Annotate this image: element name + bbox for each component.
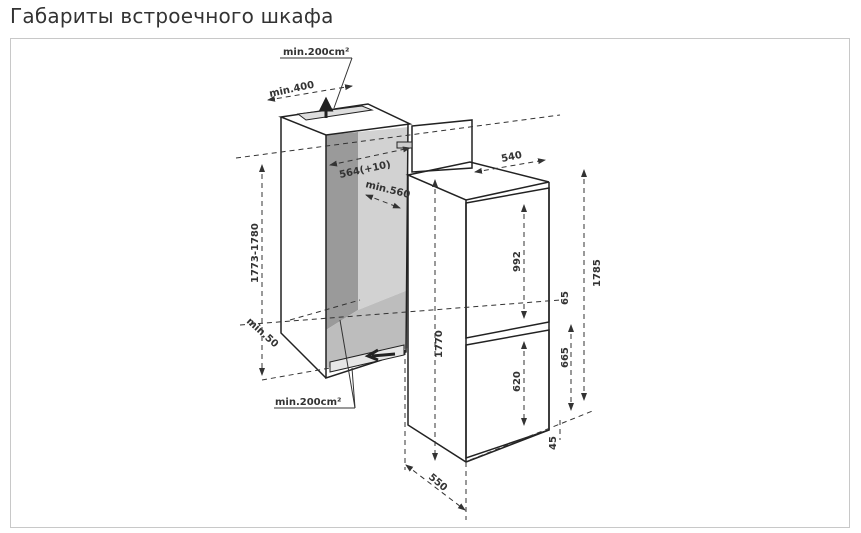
upper-door — [465, 187, 550, 339]
page-title: Габариты встроечного шкафа — [10, 4, 334, 28]
lower-door — [465, 329, 550, 460]
fridge — [405, 161, 550, 463]
lower-door-label: 620 — [512, 371, 523, 392]
airflow-up-arrow — [318, 96, 334, 118]
appliance-height-label: 1770 — [434, 330, 445, 358]
top-width-label: min.400 — [268, 80, 315, 100]
appliance-depth-top-label: 540 — [500, 150, 523, 165]
appliance-depth-label: 550 — [426, 472, 449, 494]
upper-door-label: 992 — [512, 251, 523, 272]
bottom-vent-label: min.200cm² — [275, 397, 341, 408]
cabinet-door — [411, 119, 473, 173]
lower-section-label: 665 — [560, 347, 571, 368]
niche-cabinet — [278, 96, 473, 380]
door-hinge — [396, 141, 413, 149]
diagram-frame — [10, 38, 850, 528]
airflow-in-arrow — [364, 348, 396, 362]
niche-height-label: 1773-1780 — [250, 223, 261, 283]
top-vent-label: min.200cm² — [283, 47, 349, 58]
door-gap-label: 65 — [560, 291, 571, 305]
total-height-label: 1785 — [592, 259, 603, 287]
bottom-offset-label: 45 — [548, 436, 559, 450]
